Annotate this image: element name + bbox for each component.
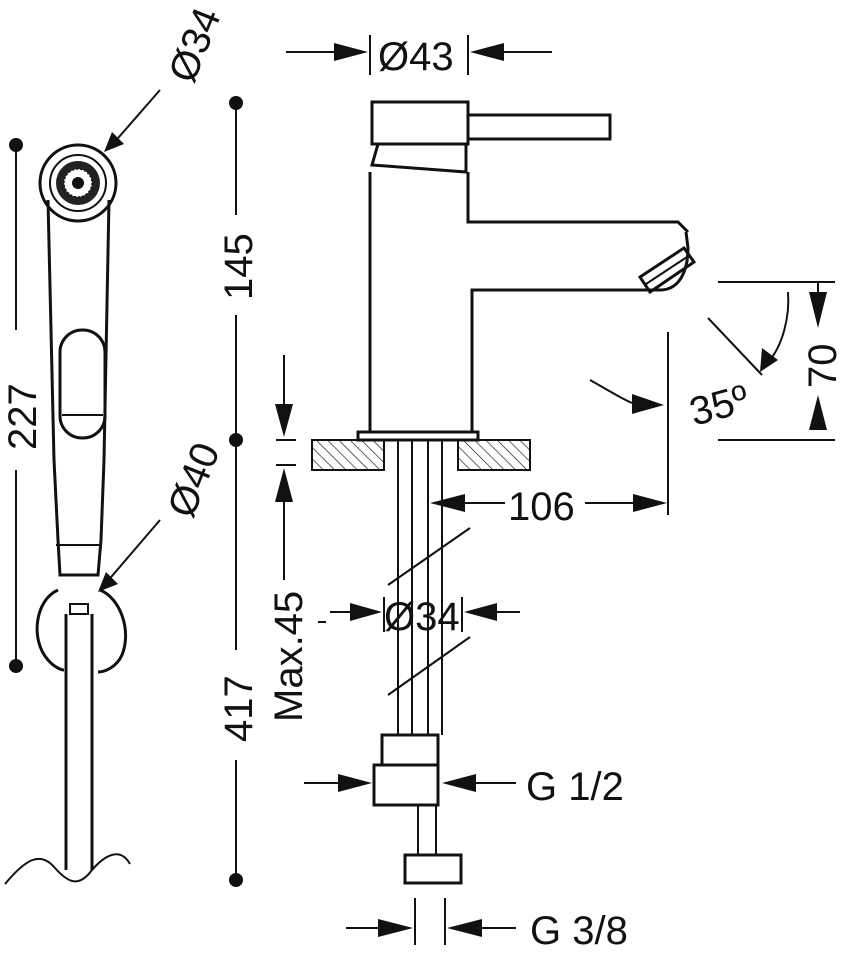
deck-left (311, 439, 385, 471)
label-417: 417 (217, 675, 261, 742)
hand-shower: 227 Ø34 Ø40 (1, 2, 230, 885)
lever-handle (466, 113, 612, 141)
label-holder-diameter: Ø40 (160, 437, 229, 524)
label-227: 227 (1, 383, 45, 450)
height-dimensions: 145 417 Max.45 (217, 96, 311, 887)
label-145: 145 (217, 233, 261, 300)
label-shank-diameter: Ø34 (384, 595, 460, 639)
lever-cap (370, 100, 470, 146)
spray-nozzles-icon (56, 161, 100, 205)
label-inlet-three-eighths: G 3/8 (530, 909, 628, 953)
hand-shower-button (58, 328, 107, 440)
label-spout-outlet-height: 70 (801, 344, 845, 389)
label-body-diameter: Ø43 (378, 35, 454, 79)
fitting-half (380, 733, 440, 767)
label-max-deck: Max.45 (267, 591, 311, 722)
label-spout-angle: 35º (685, 377, 754, 435)
hand-shower-handle (46, 199, 111, 577)
label-spout-reach: 106 (508, 485, 575, 529)
label-hand-shower-diameter: Ø34 (161, 2, 230, 89)
deck-right (457, 439, 531, 471)
hand-shower-holder (35, 588, 127, 674)
label-inlet-half: G 1/2 (526, 765, 624, 809)
hand-shower-head (38, 143, 118, 223)
fitting-three-eighths (403, 853, 463, 885)
faucet-body (311, 100, 697, 885)
spout-outlet (637, 245, 697, 295)
